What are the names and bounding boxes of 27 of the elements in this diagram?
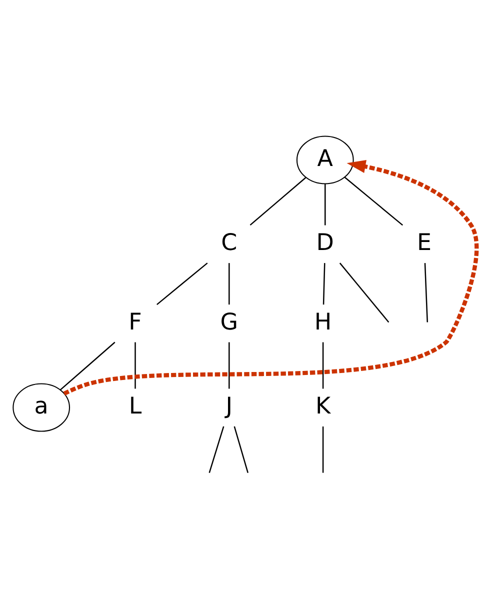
node-text: J <box>225 393 232 420</box>
connector <box>134 342 136 389</box>
connector <box>424 263 428 322</box>
arrow <box>62 160 478 396</box>
connector <box>156 262 208 306</box>
node-ellipse: A <box>296 136 354 184</box>
connector <box>249 177 306 226</box>
connector <box>344 176 403 226</box>
node-text: G <box>220 309 238 336</box>
connector <box>322 342 324 389</box>
node-ellipse: a <box>12 383 70 432</box>
node-text: L <box>128 393 142 420</box>
node-text: D <box>316 230 334 256</box>
node-text: H <box>314 309 332 336</box>
connector <box>228 263 230 305</box>
connector <box>59 342 115 390</box>
connector <box>322 426 324 473</box>
connector <box>208 426 224 473</box>
connector <box>338 262 389 323</box>
connector <box>324 184 326 226</box>
node-text: E <box>416 230 431 256</box>
node-text: K <box>315 393 330 420</box>
node-text: F <box>128 309 142 336</box>
connector <box>322 263 325 305</box>
connector <box>233 426 248 473</box>
node-text: C <box>220 230 237 256</box>
connector <box>228 342 230 389</box>
